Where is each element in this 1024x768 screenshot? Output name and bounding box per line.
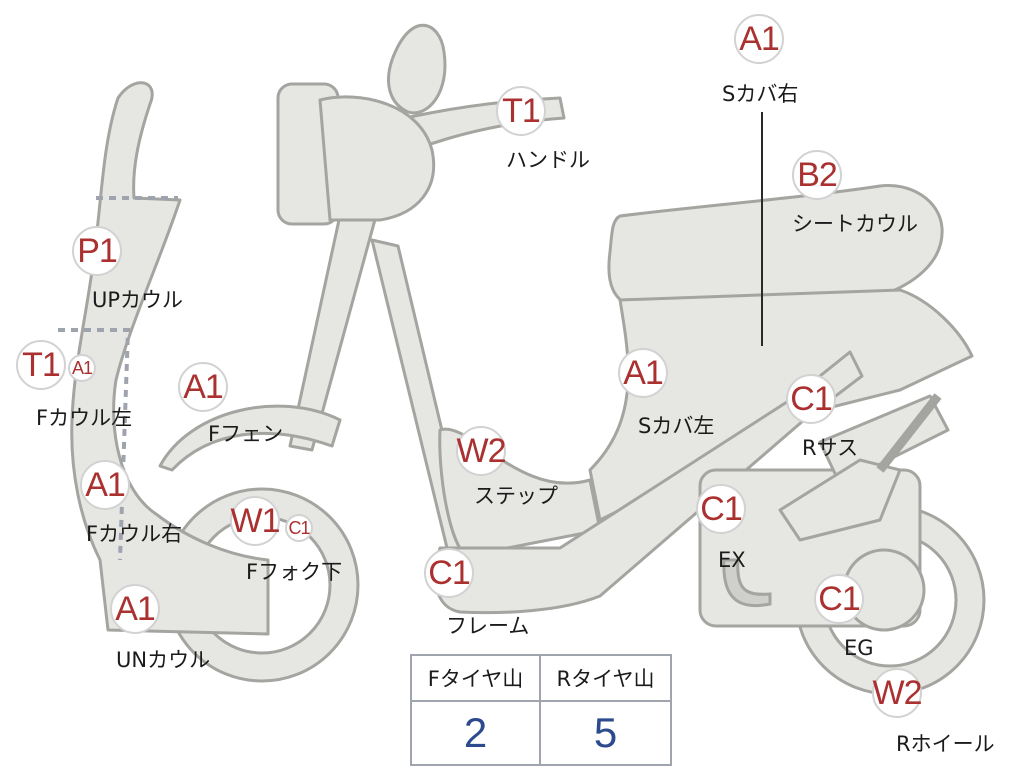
r-suspension-code-badge: C1 bbox=[786, 374, 836, 424]
s-cover-right-code-badge: A1 bbox=[734, 14, 784, 64]
f-fender-code-badge: A1 bbox=[178, 362, 228, 412]
seat-cowl-code-badge: B2 bbox=[792, 150, 842, 200]
front-fender-shape bbox=[158, 404, 342, 472]
f-cowl-right-label: Fカウル右 bbox=[86, 522, 183, 546]
mirror-shape bbox=[387, 23, 447, 115]
un-cowl-code-badge: A1 bbox=[110, 584, 160, 634]
exhaust-code-badge: C1 bbox=[696, 484, 746, 534]
handle-code-badge: T1 bbox=[496, 86, 546, 136]
rear-arm-shape bbox=[778, 458, 902, 542]
handle-cover-shape bbox=[318, 95, 435, 222]
front-tire-tread-value: 2 bbox=[412, 702, 541, 764]
r-suspension-label: Rサス bbox=[802, 436, 859, 460]
tire-tread-table: Fタイヤ山 Rタイヤ山 2 5 bbox=[410, 654, 672, 766]
front-tire-tread-header: Fタイヤ山 bbox=[412, 656, 541, 702]
exhaust-label: EX bbox=[718, 548, 746, 572]
rear-tire-tread-header: Rタイヤ山 bbox=[541, 656, 670, 702]
handle-label: ハンドル bbox=[506, 148, 590, 172]
r-wheel-code-badge: W2 bbox=[872, 668, 923, 718]
f-fork-lower-secondary-code-badge: C1 bbox=[285, 514, 313, 542]
engine-label: EG bbox=[844, 636, 874, 660]
s-cover-right-label: Sカバ右 bbox=[722, 82, 799, 106]
f-cowl-left-code-badge: T1 bbox=[16, 340, 66, 390]
front-cowl-shape bbox=[70, 81, 270, 636]
f-cowl-right-code-badge: A1 bbox=[80, 460, 130, 510]
step-label: ステップ bbox=[474, 484, 558, 508]
un-cowl-label: UNカウル bbox=[116, 648, 211, 672]
f-cowl-left-secondary-code-badge: A1 bbox=[68, 354, 96, 382]
f-fork-lower-label: Fフォク下 bbox=[246, 560, 343, 584]
up-cowl-label: UPカウル bbox=[92, 288, 184, 312]
frame-code-badge: C1 bbox=[424, 548, 474, 598]
up-cowl-code-badge: P1 bbox=[72, 226, 122, 276]
s-cover-left-label: Sカバ左 bbox=[638, 414, 715, 438]
seat-cowl-label: シートカウル bbox=[792, 212, 918, 236]
s-cover-left-code-badge: A1 bbox=[618, 348, 668, 398]
step-code-badge: W2 bbox=[456, 426, 507, 476]
r-wheel-label: Rホイール bbox=[896, 732, 995, 756]
f-cowl-left-label: Fカウル左 bbox=[36, 406, 133, 430]
engine-code-badge: C1 bbox=[814, 574, 864, 624]
rear-shock-rod-shape bbox=[876, 393, 942, 473]
rear-tire-tread-value: 5 bbox=[593, 709, 618, 756]
exhaust-pipe-shape bbox=[722, 558, 772, 608]
f-fork-lower-code-badge: W1 bbox=[230, 496, 281, 546]
f-fender-label: Fフェン bbox=[208, 422, 284, 446]
frame-label: フレーム bbox=[446, 614, 530, 638]
